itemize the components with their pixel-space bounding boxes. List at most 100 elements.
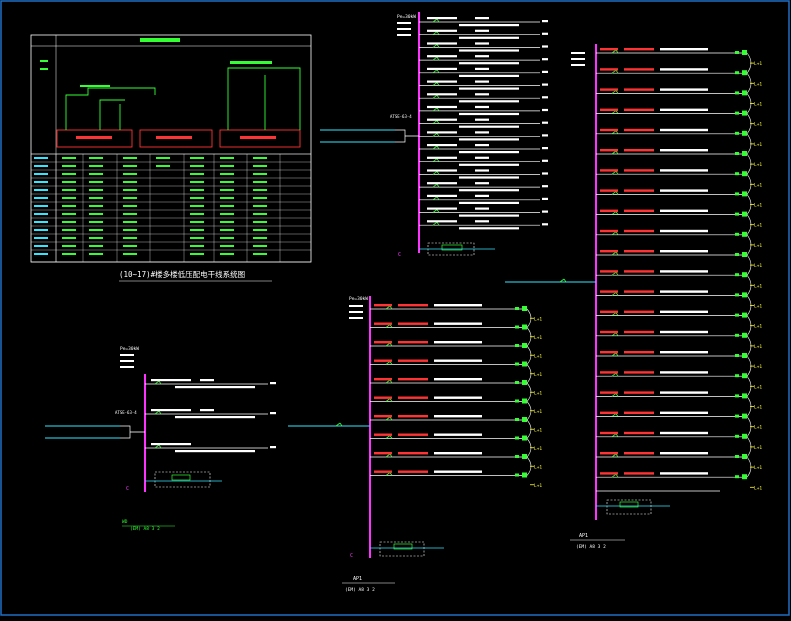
mid-panel-load: Pe=30kW — [349, 296, 368, 302]
outlet-label: L+1 — [754, 243, 762, 249]
mid-panel-meter-box — [379, 541, 425, 557]
top-feeder-row — [419, 169, 548, 179]
lighting-feeder-row: L+1 — [596, 169, 762, 195]
top-feeder-row — [419, 17, 548, 27]
top-panel-switch-label: ATSE-63-4 — [390, 114, 412, 119]
lighting-feeder-row: L+1 — [370, 341, 542, 365]
outlet-label: L+1 — [754, 465, 762, 471]
outlet-label: L+1 — [754, 405, 762, 411]
drawing-title: (10~17)#楼多楼低压配电干线系统图 — [119, 269, 245, 279]
lighting-feeder-row: L+1 — [596, 411, 762, 437]
lighting-feeder-row: L+1 — [596, 108, 762, 134]
lighting-feeder-row: L+1 — [596, 391, 762, 417]
lighting-feeder-row: L+1 — [596, 48, 762, 74]
outlet-label: L+1 — [534, 372, 542, 378]
riser-line-1 — [65, 87, 156, 130]
lighting-feeder-row: L+1 — [370, 304, 542, 328]
lighting-feeder-row: L+1 — [370, 322, 542, 347]
small-feeder-row — [145, 409, 276, 419]
small-panel-meter-box — [154, 471, 211, 488]
outlet-label: L+1 — [754, 122, 762, 128]
lighting-feeder-row: L+1 — [596, 128, 762, 155]
middle-lighting-panel: Pe=30kW L+1L+1L+1L+1L+1L+1L+1L+1L+1L+1 C… — [288, 296, 542, 593]
lighting-feeder-row: L+1 — [370, 415, 542, 439]
outlet-label: L+1 — [534, 409, 542, 415]
outlet-label: L+1 — [754, 182, 762, 188]
mid-panel-tag: C — [350, 553, 353, 559]
outlet-label: L+1 — [754, 384, 762, 390]
outlet-label: L+1 — [754, 142, 762, 148]
outlet-label: L+1 — [754, 344, 762, 350]
riser-line-2 — [227, 67, 301, 130]
lighting-feeder-row: L+1 — [596, 472, 762, 491]
lighting-feeder-row: L+1 — [370, 396, 542, 421]
lighting-feeder-row: L+1 — [370, 470, 542, 489]
small-feeder-row — [145, 379, 276, 389]
outlet-label: L+1 — [754, 283, 762, 289]
right-panel-id: AP1 — [579, 533, 588, 539]
top-feeder-row — [419, 93, 548, 103]
outlet-label: L+1 — [754, 364, 762, 370]
lighting-feeder-row: L+1 — [596, 229, 762, 256]
outlet-label: L+1 — [534, 427, 542, 433]
outlet-label: L+1 — [534, 446, 542, 452]
riser-table — [30, 34, 312, 263]
top-feeder-row — [419, 182, 548, 192]
lighting-feeder-row: L+1 — [370, 433, 542, 458]
small-panel-room: (EM) A8 3 2 — [130, 526, 160, 532]
outlet-label: L+1 — [534, 464, 542, 470]
outlet-label: L+1 — [534, 390, 542, 396]
right-lighting-panel: L+1L+1L+1L+1L+1L+1L+1L+1L+1L+1L+1L+1L+1L… — [505, 44, 762, 550]
lighting-feeder-row: L+1 — [596, 431, 762, 458]
right-panel-room: (EM) A8 3 2 — [576, 544, 606, 550]
top-panel-tag: C — [398, 252, 401, 258]
top-feeder-row — [419, 80, 548, 90]
lighting-feeder-row: L+1 — [370, 359, 542, 384]
lighting-feeder-row: L+1 — [596, 290, 762, 316]
top-feeder-row — [419, 42, 548, 52]
outlet-label: L+1 — [754, 263, 762, 269]
lighting-feeder-row: L+1 — [370, 452, 542, 476]
top-feeder-row — [419, 131, 548, 141]
top-feeder-row — [419, 194, 548, 204]
outlet-label: L+1 — [754, 445, 762, 451]
lighting-feeder-row: L+1 — [370, 378, 542, 402]
transformer-box-3 — [219, 129, 301, 148]
outlet-label: L+1 — [754, 61, 762, 67]
lighting-feeder-row: L+1 — [596, 209, 762, 235]
small-panel-load: Pe=30kW — [120, 346, 139, 352]
lighting-feeder-row: L+1 — [596, 270, 762, 296]
top-feeder-row — [419, 220, 548, 230]
top-panel-load: Pe=30kW — [397, 14, 416, 20]
top-feeder-row — [419, 118, 548, 128]
lighting-feeder-row: L+1 — [596, 189, 762, 215]
lighting-feeder-row: L+1 — [596, 452, 762, 478]
outlet-label: L+1 — [754, 81, 762, 87]
lighting-feeder-row: L+1 — [596, 351, 762, 377]
small-panel-switch-label: ATSE-63-4 — [115, 410, 137, 415]
small-panel-tag: C — [126, 486, 129, 492]
transformer-box-1 — [56, 129, 133, 148]
top-feeder-row — [419, 29, 548, 39]
table-header-text — [140, 38, 180, 42]
top-distribution-panel: Pe=30kW ATSE-63-4 C — [320, 12, 548, 258]
outlet-label: L+1 — [754, 304, 762, 310]
outlet-label: L+1 — [754, 425, 762, 431]
small-panel-id: WD — [122, 519, 128, 525]
outlet-label: L+1 — [754, 102, 762, 108]
outlet-label: L+1 — [754, 162, 762, 168]
lighting-feeder-row: L+1 — [596, 371, 762, 397]
outlet-label: L+1 — [754, 485, 762, 491]
small-feeder-row — [145, 443, 276, 453]
mid-panel-room: (EM) A8 3 2 — [345, 587, 375, 593]
lighting-feeder-row: L+1 — [596, 68, 762, 94]
outlet-label: L+1 — [534, 353, 542, 359]
top-feeder-row — [419, 55, 548, 65]
lighting-feeder-row: L+1 — [596, 250, 762, 276]
outlet-label: L+1 — [534, 483, 542, 489]
mid-panel-id: AP1 — [353, 576, 362, 582]
top-feeder-row — [419, 105, 548, 116]
